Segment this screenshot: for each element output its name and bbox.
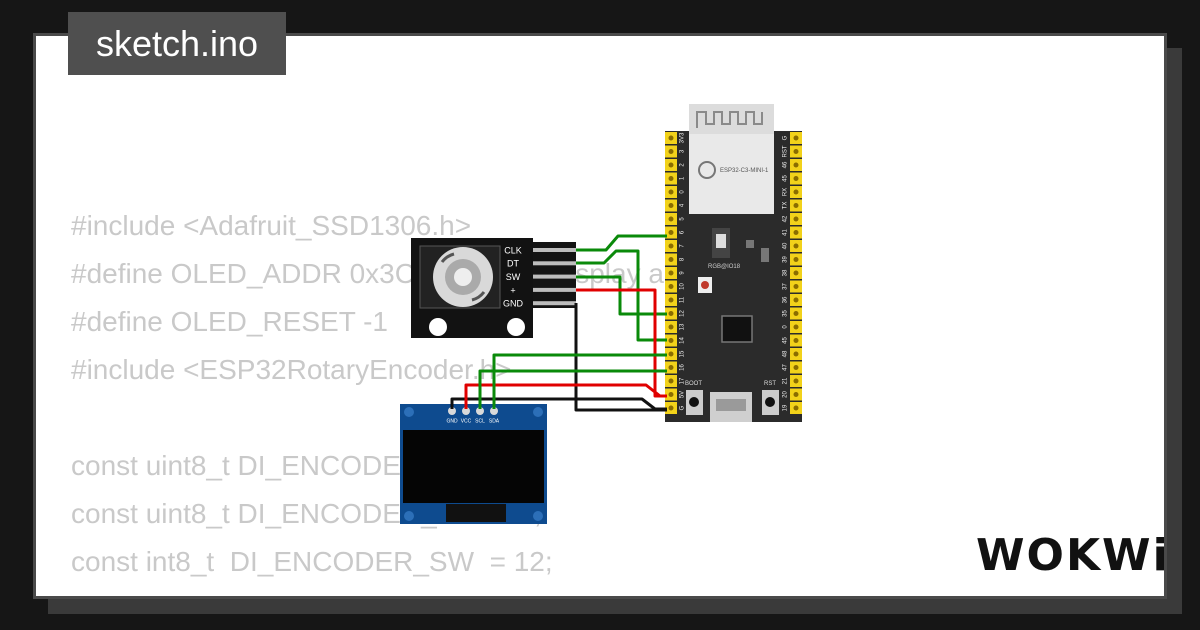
- oled-pin-label: SCL: [475, 418, 485, 424]
- encoder-pin[interactable]: [533, 248, 576, 252]
- mount-hole: [507, 318, 525, 336]
- code-line: const int8_t DO_ENCODER_VCC = 1;: [71, 586, 748, 596]
- wire-sda: [492, 353, 667, 409]
- encoder-pin-label: GND: [503, 299, 524, 309]
- encoder-pin[interactable]: [533, 261, 576, 266]
- wire-sw: [576, 275, 667, 316]
- pin-label: 38: [783, 269, 789, 276]
- pin-label: 13: [680, 323, 686, 330]
- encoder-pin[interactable]: [533, 301, 576, 306]
- pin-label: 8: [680, 257, 686, 261]
- rst-label: RST: [764, 381, 776, 387]
- wire-scl: [478, 369, 667, 409]
- pin-label: 0: [680, 190, 686, 194]
- pin-label: 11: [680, 296, 686, 303]
- pin-label: 41: [783, 229, 789, 236]
- pin-label: 40: [783, 242, 789, 249]
- pin-label: 3V3: [680, 132, 686, 143]
- file-tab[interactable]: sketch.ino: [68, 12, 286, 75]
- pin-label: 39: [783, 256, 789, 263]
- pin-label: 2: [680, 163, 686, 167]
- pin-label: 20: [783, 391, 789, 398]
- pin-label: 12: [680, 310, 686, 317]
- pin-label: 46: [783, 161, 789, 168]
- wokwi-logo: WOKWi: [976, 530, 1170, 581]
- pin-label: 48: [783, 350, 789, 357]
- pin-label: 16: [680, 364, 686, 371]
- pin-label: 5: [680, 217, 686, 221]
- espressif-logo-icon: [698, 161, 716, 179]
- pin-label: 42: [783, 215, 789, 222]
- pin-label: 15: [680, 350, 686, 357]
- pin-label: RST: [783, 145, 789, 157]
- pin-label: 9: [680, 271, 686, 275]
- pin-label: 45: [783, 175, 789, 182]
- wire-gnd-enc: [574, 303, 667, 412]
- pin-label: 5V: [680, 391, 686, 398]
- esp32-board[interactable]: ESP32-C3-MINI-1 RGB@IO18 BOOT RST 3V3321…: [665, 104, 802, 422]
- pin-label: 3: [680, 149, 686, 153]
- code-line: #define OLED_RESET -1: [71, 306, 388, 337]
- pin-label: 10: [680, 283, 686, 290]
- module-label: ESP32-C3-MINI-1: [720, 168, 769, 174]
- pin-label: G: [783, 135, 789, 140]
- pin-label: 14: [680, 337, 686, 344]
- pin-label: 45: [783, 337, 789, 344]
- oled-pin[interactable]: [476, 407, 484, 415]
- pin-label: 6: [680, 230, 686, 234]
- oled-pin-label: GND: [446, 418, 458, 424]
- boot-label: BOOT: [685, 381, 702, 387]
- right-pin-header: GRST4645RXTX4241403938373635045484721201…: [783, 132, 802, 414]
- encoder-pin[interactable]: [533, 287, 576, 292]
- led-label: RGB@IO18: [708, 264, 741, 270]
- pin-label: TX: [783, 202, 789, 210]
- oled-pin-label: SDA: [489, 418, 500, 424]
- pin-label: 17: [680, 377, 686, 384]
- wire-clk: [576, 234, 667, 252]
- wire-gnd-oled: [450, 397, 667, 411]
- rotary-encoder[interactable]: CLK DT SW + GND: [411, 238, 576, 338]
- pin-label: 1: [680, 176, 686, 180]
- pin-label: RX: [783, 188, 789, 196]
- oled-pin[interactable]: [462, 407, 470, 415]
- code-line: #include <Adafruit_SSD1306.h>: [71, 210, 472, 241]
- pin-label: 47: [783, 364, 789, 371]
- oled-pin[interactable]: [490, 407, 498, 415]
- mount-hole: [429, 318, 447, 336]
- chip: [721, 315, 753, 343]
- pin-label: 21: [783, 377, 789, 384]
- code-card: #include <Adafruit_SSD1306.h> #define OLE…: [33, 33, 1167, 599]
- esp32-module: [689, 134, 774, 214]
- wire-vcc-oled: [464, 383, 667, 409]
- wires: [450, 234, 667, 412]
- oled-pin-label: VCC: [461, 418, 472, 424]
- pin-label: 37: [783, 283, 789, 290]
- pin-label: 4: [680, 203, 686, 207]
- pin-label: G: [680, 405, 686, 410]
- oled-screen: [403, 430, 544, 503]
- pin-label: 36: [783, 296, 789, 303]
- encoder-pin-label: SW: [506, 272, 521, 282]
- pin-label: 19: [783, 404, 789, 411]
- encoder-pin-label: +: [510, 285, 515, 295]
- encoder-pin-label: DT: [507, 259, 519, 269]
- code-line: #include <ESP32RotaryEncoder.h>: [71, 354, 512, 385]
- wire-dt: [576, 249, 667, 342]
- code-line: const int8_t DI_ENCODER_SW = 12;: [71, 546, 553, 577]
- encoder-pin[interactable]: [533, 274, 576, 279]
- pin-label: 0: [783, 325, 789, 329]
- oled-pin[interactable]: [448, 407, 456, 415]
- encoder-pin-label: CLK: [504, 245, 522, 255]
- pin-label: 7: [680, 244, 686, 248]
- pin-label: 35: [783, 310, 789, 317]
